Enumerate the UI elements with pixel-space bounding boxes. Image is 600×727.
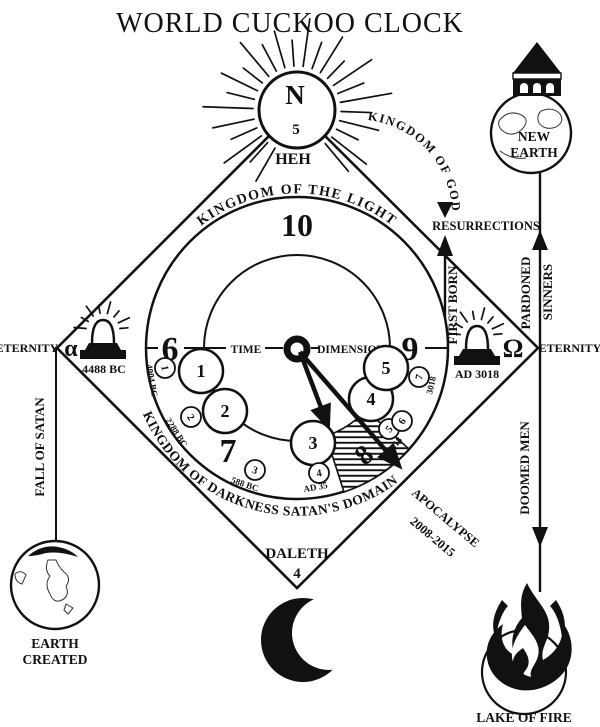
era-marker-7: 7 [414,373,426,381]
era-date-3018: 3018 [424,375,438,395]
doomed-men-label: DOOMED MEN [517,421,532,515]
inner-number-circles: 1 2 3 4 5 [177,344,410,467]
new-earth-globe: NEW EARTH [489,42,573,175]
inner-circle-2: 2 [221,401,230,421]
lamp-4488bc: 4488 BC [80,318,126,376]
inner-circle-4: 4 [367,389,376,409]
alpha-symbol: α [64,336,78,362]
clock-hands [283,335,403,470]
left-rail: ETERNITY α FALL OF SATAN [0,336,78,541]
apocalypse-annotation: APOCALYPSE 2008-2015 [407,486,482,560]
sinners-label: SINNERS [540,264,555,320]
pardoned-label: PARDONED [518,257,533,330]
era-marker-4: 4 [316,468,324,480]
era-marker-6: 6 [397,416,409,426]
inner-circle-3: 3 [309,433,318,453]
eternity-left-label: ETERNITY [0,341,59,355]
inner-circle-5: 5 [382,358,391,378]
lamp-ad3018: AD 3018 [454,324,500,381]
lamp-ad3018-date: AD 3018 [455,367,499,381]
lamp-4488bc-date: 4488 BC [82,362,126,376]
era-markers: 1 2 3 4 5 6 7 4004 BC 2288 BC 588 BC AD … [144,357,438,494]
hour-7: 7 [220,433,237,470]
clock-center-ring [283,335,311,363]
kingdom-of-god-label: KINGDOM OF GOD [367,109,462,213]
moon-icon [261,596,366,682]
lake-of-fire-label: LAKE OF FIRE [476,710,572,725]
new-earth-label-1: NEW [518,129,551,144]
fall-of-satan-label: FALL OF SATAN [32,397,47,497]
sun-name-label: HEH [275,151,311,168]
right-rail: PARDONED SINNERS ETERNITY Ω DOOMED MEN [503,173,600,592]
era-marker-2: 2 [184,412,196,422]
eternity-right-label: ETERNITY [539,341,600,355]
daleth-corner: DALETH 4 [265,546,329,582]
sun-rays [202,18,393,182]
earth-created-label-1: EARTH [31,636,79,651]
resurrections-label: RESURRECTIONS [432,219,540,233]
earth-created-label-2: CREATED [22,652,87,667]
sun-icon: N 5 HEH [202,18,393,182]
diamond-frame [55,106,540,590]
era-marker-3: 3 [250,465,259,477]
inner-circle-1: 1 [197,361,206,381]
hour-numbers: 10 6 9 7 [162,207,419,470]
lake-of-fire: LAKE OF FIRE [476,583,572,725]
sun-glyph: N [285,80,305,110]
earth-created-globe: EARTH CREATED [9,539,101,667]
hour-10: 10 [281,207,313,243]
omega-symbol: Ω [503,334,524,363]
lamp-rays [73,301,505,336]
daleth-number: 4 [293,566,301,582]
page-title: WORLD CUCKOO CLOCK [116,8,464,39]
new-earth-label-2: EARTH [510,145,558,160]
era-marker-5: 5 [384,424,396,435]
era-marker-1: 1 [158,365,170,372]
time-label: TIME [231,344,262,356]
era-date-ad35: AD 35 [303,480,329,494]
svg-text:KINGDOM OF GOD: KINGDOM OF GOD [367,109,463,213]
daleth-label: DALETH [265,546,329,562]
sun-number: 5 [292,122,300,138]
temple-icon [512,42,562,96]
